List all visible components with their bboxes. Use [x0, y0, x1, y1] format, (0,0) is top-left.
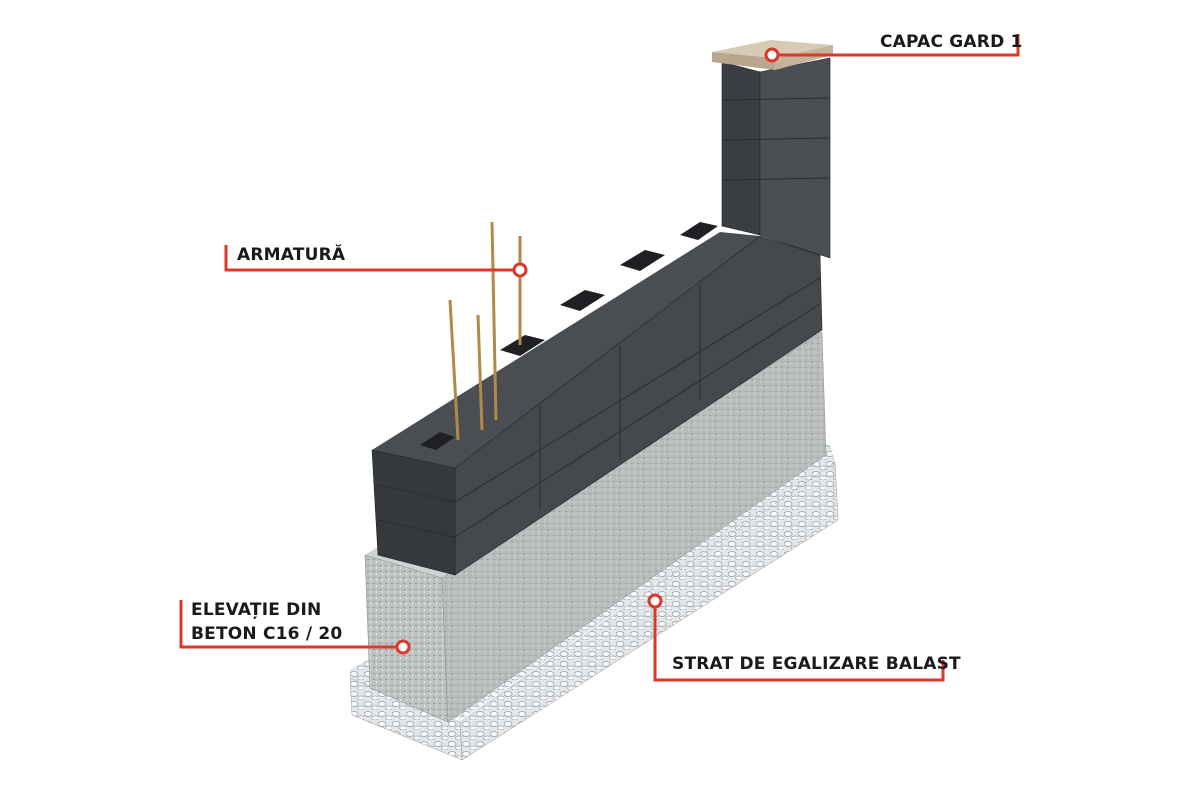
callout-line-gravel	[653, 601, 945, 682]
block-wall	[371, 222, 823, 576]
label-rebar: ARMATURĂ	[237, 245, 346, 265]
callout-line-cap	[772, 34, 1020, 57]
label-gravel: STRAT DE EGALIZARE BALAST	[672, 654, 961, 674]
label-cap: CAPAC GARD 1	[880, 32, 1023, 52]
pillar	[721, 57, 831, 259]
label-elevation-line1: ELEVAȚIE DIN	[191, 600, 322, 620]
callout-dot-elevation	[395, 639, 411, 655]
callout-dot-gravel	[647, 593, 663, 609]
label-elevation-line2: BETON C16 / 20	[191, 624, 343, 644]
callout-line-rebar	[224, 245, 520, 272]
callout-line-elevation	[179, 600, 403, 649]
callout-dot-cap	[764, 47, 780, 63]
rebars	[448, 221, 522, 441]
callout-dot-rebar	[512, 262, 528, 278]
